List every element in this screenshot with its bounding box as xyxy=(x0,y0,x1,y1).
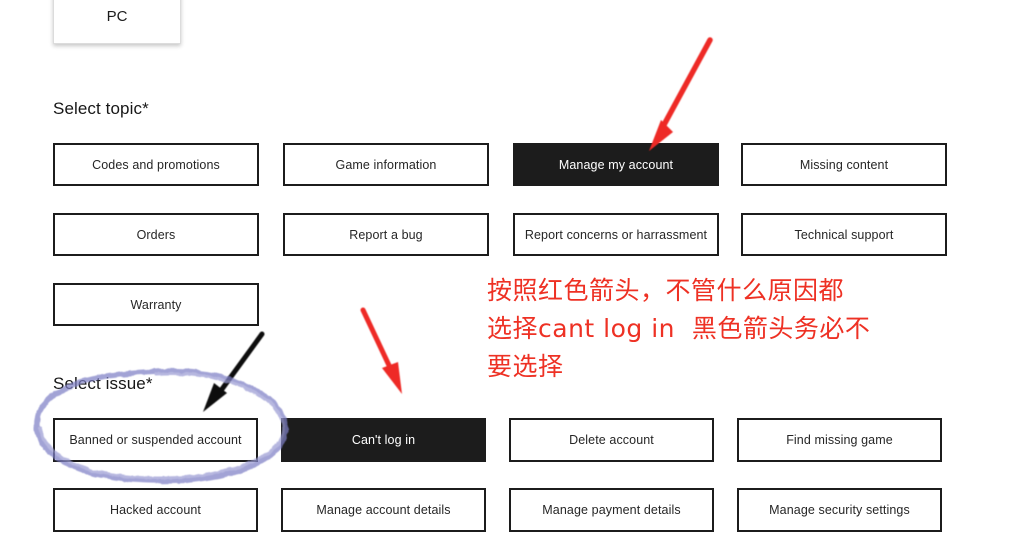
topic-option-label: Report a bug xyxy=(349,227,423,242)
topic-option-orders[interactable]: Orders xyxy=(53,213,259,256)
black-arrow-to-banned-or-suspended-account xyxy=(203,331,265,412)
issue-option-manage-account-details[interactable]: Manage account details xyxy=(281,488,486,532)
issue-option-label: Manage payment details xyxy=(542,503,681,517)
select-issue-heading: Select issue* xyxy=(53,374,153,393)
topic-option-label: Codes and promotions xyxy=(92,157,220,172)
topic-option-label: Manage my account xyxy=(558,157,674,172)
issue-option-label: Find missing game xyxy=(786,433,893,447)
red-arrow-to-manage-my-account xyxy=(649,37,713,151)
topic-option-label: Orders xyxy=(136,227,176,242)
topic-option-codes-and-promotions[interactable]: Codes and promotions xyxy=(53,143,259,186)
issue-option-label: Hacked account xyxy=(109,503,202,517)
issue-option-manage-security-settings[interactable]: Manage security settings xyxy=(737,488,942,532)
issue-option-hacked-account[interactable]: Hacked account xyxy=(53,488,258,532)
annotation-note: 按照红色箭头，不管什么原因都 选择cant log in 黑色箭头务必不 要选择 xyxy=(487,272,907,386)
issue-option-manage-payment-details[interactable]: Manage payment details xyxy=(509,488,714,532)
topic-option-report-concerns-or-harrassment[interactable]: Report concerns or harrassment xyxy=(513,213,719,256)
select-topic-heading: Select topic* xyxy=(53,99,149,118)
issue-option-banned-or-suspended-account[interactable]: Banned or suspended account xyxy=(53,418,258,462)
topic-option-label: Game information xyxy=(335,157,437,172)
issue-option-find-missing-game[interactable]: Find missing game xyxy=(737,418,942,462)
topic-option-report-a-bug[interactable]: Report a bug xyxy=(283,213,489,256)
issue-option-label: Manage security settings xyxy=(769,503,910,517)
topic-option-warranty[interactable]: Warranty xyxy=(53,283,259,326)
topic-option-game-information[interactable]: Game information xyxy=(283,143,489,186)
annotation-note-line-1: 按照红色箭头，不管什么原因都 xyxy=(487,276,845,305)
platform-card-pc[interactable]: PC xyxy=(53,0,181,44)
issue-option-delete-account[interactable]: Delete account xyxy=(509,418,714,462)
issue-option-cant-log-in[interactable]: Can't log in xyxy=(281,418,486,462)
topic-option-technical-support[interactable]: Technical support xyxy=(741,213,947,256)
topic-option-label: Warranty xyxy=(130,297,182,312)
issue-option-label: Manage account details xyxy=(316,503,451,517)
topic-option-manage-my-account[interactable]: Manage my account xyxy=(513,143,719,186)
annotation-note-line-3: 要选择 xyxy=(487,352,564,381)
platform-card-label: PC xyxy=(106,7,128,25)
red-arrow-to-cant-log-in xyxy=(360,307,402,394)
topic-option-label: Technical support xyxy=(794,227,894,242)
annotation-note-line-2: 选择cant log in 黑色箭头务必不 xyxy=(487,314,871,343)
issue-option-label: Banned or suspended account xyxy=(69,433,242,447)
topic-option-label: Report concerns or harrassment xyxy=(524,227,708,242)
topic-option-missing-content[interactable]: Missing content xyxy=(741,143,947,186)
issue-option-label: Delete account xyxy=(569,433,654,447)
issue-option-label: Can't log in xyxy=(351,433,416,447)
topic-option-label: Missing content xyxy=(799,157,889,172)
